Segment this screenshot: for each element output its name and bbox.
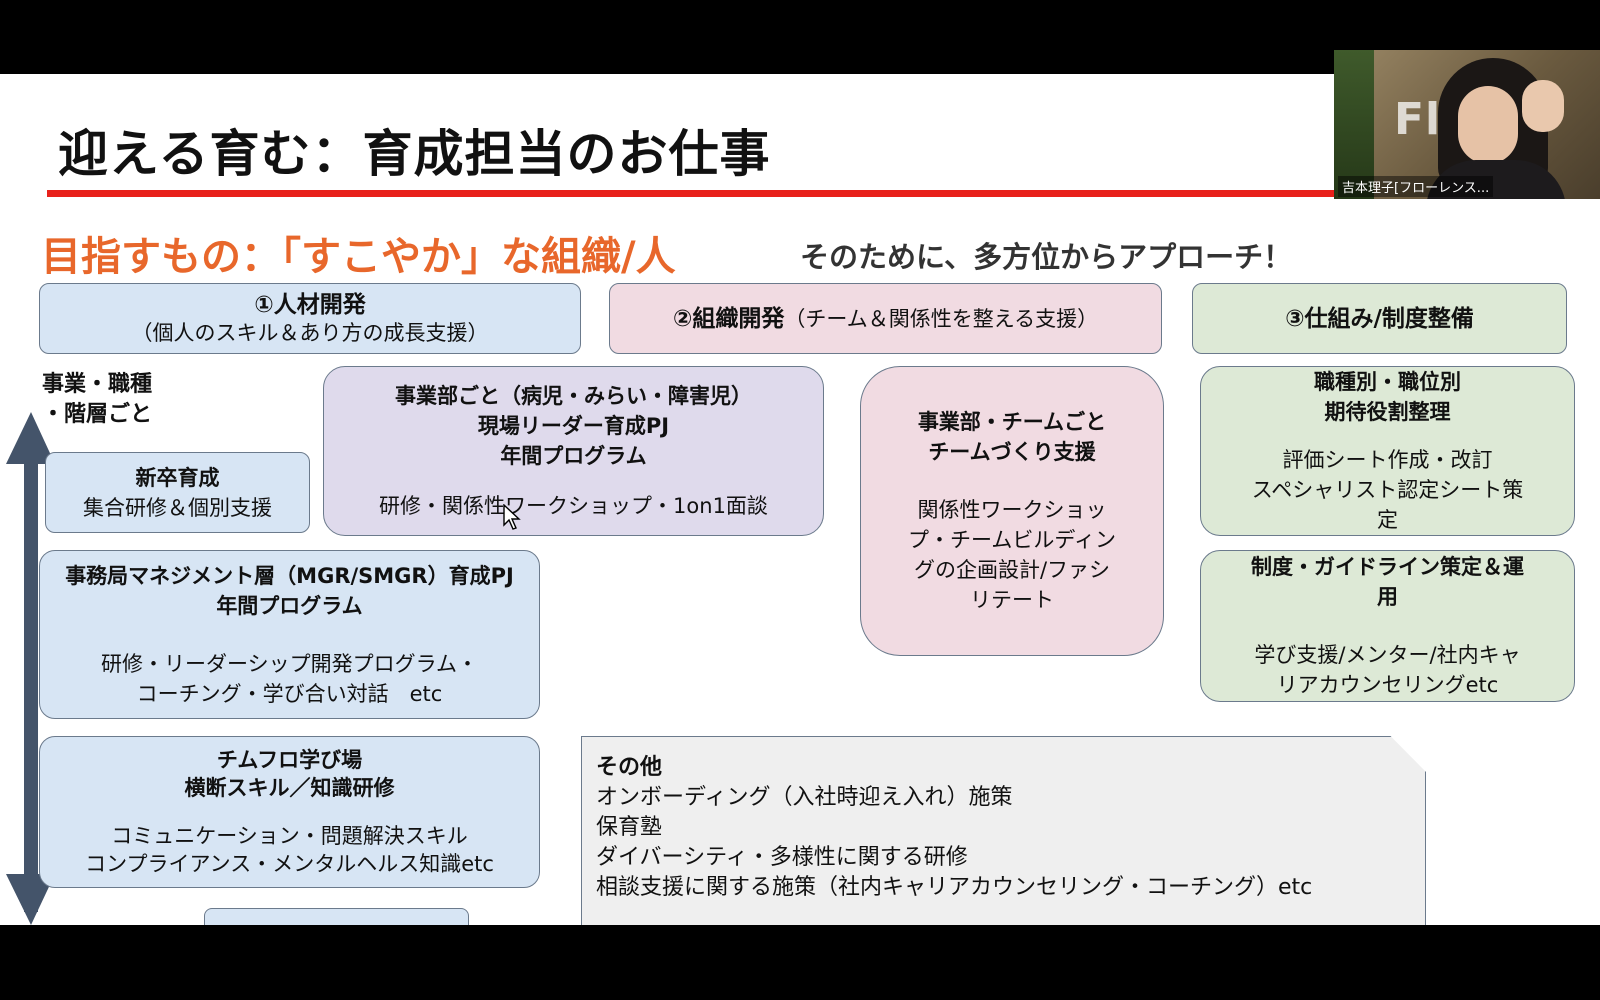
- box-division-leader-line: 事業部ごと（病児・みらい・障害児）: [395, 384, 752, 408]
- participant-name-label: 吉本理子[フローレンス...: [1338, 176, 1494, 197]
- title-underline: [47, 190, 1540, 197]
- category-org-title: ②組織開発: [672, 305, 785, 332]
- box-learning-body: コンプライアンス・メンタルヘルス知識etc: [85, 852, 494, 876]
- box-guidelines-line: 制度・ガイドライン策定＆運: [1251, 555, 1524, 579]
- box-roles-line: 期待役割整理: [1324, 400, 1451, 424]
- box-new-grad: 新卒育成 集合研修＆個別支援: [45, 452, 310, 533]
- arrow-bottom-head: [6, 874, 55, 925]
- box-team-body: グの企画設計/ファシ: [913, 558, 1111, 582]
- box-mgr-line: 事務局マネジメント層（MGR/SMGR）育成PJ: [65, 563, 514, 588]
- mouse-cursor-icon: [503, 504, 521, 530]
- slide-title: 迎える育む：育成担当のお仕事: [58, 125, 771, 183]
- category-org-sub: （チーム＆関係性を整える支援）: [784, 306, 1099, 331]
- box-learning-line: 横断スキル／知識研修: [184, 776, 395, 800]
- side-label-line: ・階層ごと: [42, 402, 153, 427]
- box-guidelines-body: リアカウンセリングetc: [1276, 673, 1499, 697]
- box-new-grad-body: 集合研修＆個別支援: [83, 495, 272, 520]
- box-division-leader-body: 研修・関係性ワークショップ・1on1面談: [379, 494, 768, 518]
- category-hr-sub: （個人のスキル＆あり方の成長支援）: [131, 320, 489, 345]
- box-roles: 職種別・職位別 期待役割整理 評価シート作成・改訂 スペシャリスト認定シート策 …: [1200, 366, 1575, 536]
- vertical-double-arrow: [6, 412, 55, 912]
- box-guidelines-body: 学び支援/メンター/社内キャ: [1254, 643, 1521, 667]
- box-roles-body: 定: [1377, 508, 1398, 532]
- box-other-title: その他: [596, 755, 663, 780]
- box-roles-body: スペシャリスト認定シート策: [1251, 478, 1524, 502]
- box-roles-body: 評価シート作成・改訂: [1282, 448, 1493, 472]
- box-division-leader-line: 年間プログラム: [500, 444, 647, 468]
- box-team-support: 事業部・チームごと チームづくり支援 関係性ワークショッ プ・チームビルディン …: [860, 366, 1164, 656]
- presentation-slide: 迎える育む：育成担当のお仕事 目指すもの：「すこやか」な組織/人 そのために、多…: [0, 74, 1600, 925]
- box-mgr-program: 事務局マネジメント層（MGR/SMGR）育成PJ 年間プログラム 研修・リーダー…: [39, 550, 540, 719]
- category-systems-title: ③仕組み/制度整備: [1285, 305, 1474, 332]
- box-team-line: チームづくり支援: [928, 440, 1096, 464]
- box-mgr-body: 研修・リーダーシップ開発プログラム・: [101, 651, 478, 676]
- box-team-line: 事業部・チームごと: [917, 410, 1107, 434]
- box-learning-place: チムフロ学び場 横断スキル／知識研修 コミュニケーション・問題解決スキル コンプ…: [39, 736, 540, 888]
- box-guidelines-line: 用: [1377, 585, 1398, 609]
- box-guidelines: 制度・ガイドライン策定＆運 用 学び支援/メンター/社内キャ リアカウンセリング…: [1200, 550, 1575, 702]
- box-team-body: 関係性ワークショッ: [917, 498, 1107, 522]
- approach-subheading: そのために、多方位からアプローチ！: [800, 240, 1293, 274]
- box-learning-body: コミュニケーション・問題解決スキル: [111, 824, 468, 848]
- side-label: 事業・職種 ・階層ごと: [42, 370, 152, 430]
- side-label-line: 事業・職種: [42, 372, 153, 397]
- box-other-item: オンボーディング（入社時迎え入れ）施策: [596, 785, 1013, 810]
- box-new-grad-title: 新卒育成: [135, 465, 220, 490]
- category-hr-development: ①人材開発 （個人のスキル＆あり方の成長支援）: [39, 283, 581, 354]
- box-roles-line: 職種別・職位別: [1314, 370, 1461, 394]
- category-hr-title: ①人材開発: [254, 291, 366, 318]
- goal-heading: 目指すもの：「すこやか」な組織/人: [41, 234, 676, 280]
- box-other-item: 保育塾: [596, 815, 663, 840]
- box-mgr-line: 年間プログラム: [216, 593, 363, 618]
- box-learning-line: チムフロ学び場: [216, 748, 363, 772]
- category-org-development: ②組織開発 （チーム＆関係性を整える支援）: [609, 283, 1162, 354]
- webcam-person-hand: [1522, 80, 1564, 132]
- box-mgr-body: コーチング・学び合い対話 etc: [136, 681, 443, 706]
- box-team-body: プ・チームビルディン: [908, 528, 1116, 552]
- box-team-body: リテート: [970, 588, 1054, 612]
- box-other-item: 相談支援に関する施策（社内キャリアカウンセリング・コーチング）etc: [596, 875, 1313, 900]
- box-division-leader: 事業部ごと（病児・みらい・障害児） 現場リーダー育成PJ 年間プログラム 研修・…: [323, 366, 824, 536]
- webcam-video-tile[interactable]: Flo ce 吉本理子[フローレンス...: [1334, 50, 1600, 199]
- webcam-person-face: [1458, 86, 1518, 164]
- box-other: その他 オンボーディング（入社時迎え入れ）施策 保育塾 ダイバーシティ・多様性に…: [581, 736, 1426, 925]
- category-systems: ③仕組み/制度整備: [1192, 283, 1567, 354]
- box-cutoff: [204, 908, 469, 925]
- webcam-plant: [1334, 50, 1374, 199]
- box-division-leader-line: 現場リーダー育成PJ: [477, 414, 670, 438]
- box-other-item: ダイバーシティ・多様性に関する研修: [596, 845, 968, 870]
